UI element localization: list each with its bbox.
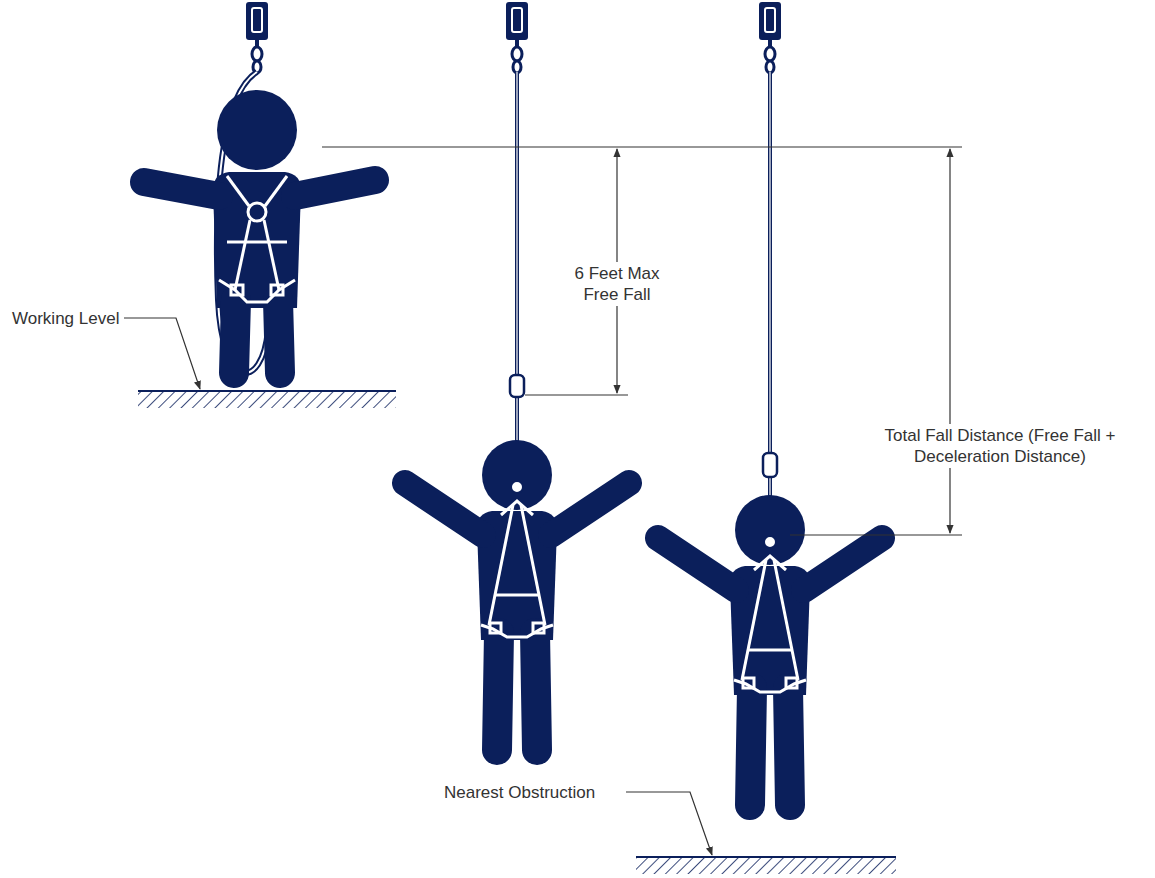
dimension-label: 6 Feet Max Free Fall <box>565 262 669 306</box>
obstruction-label: Nearest Obstruction <box>440 781 599 804</box>
dimension-label: Total Fall Distance (Free Fall + Deceler… <box>852 424 1148 468</box>
level-label: Working Level <box>8 307 123 330</box>
